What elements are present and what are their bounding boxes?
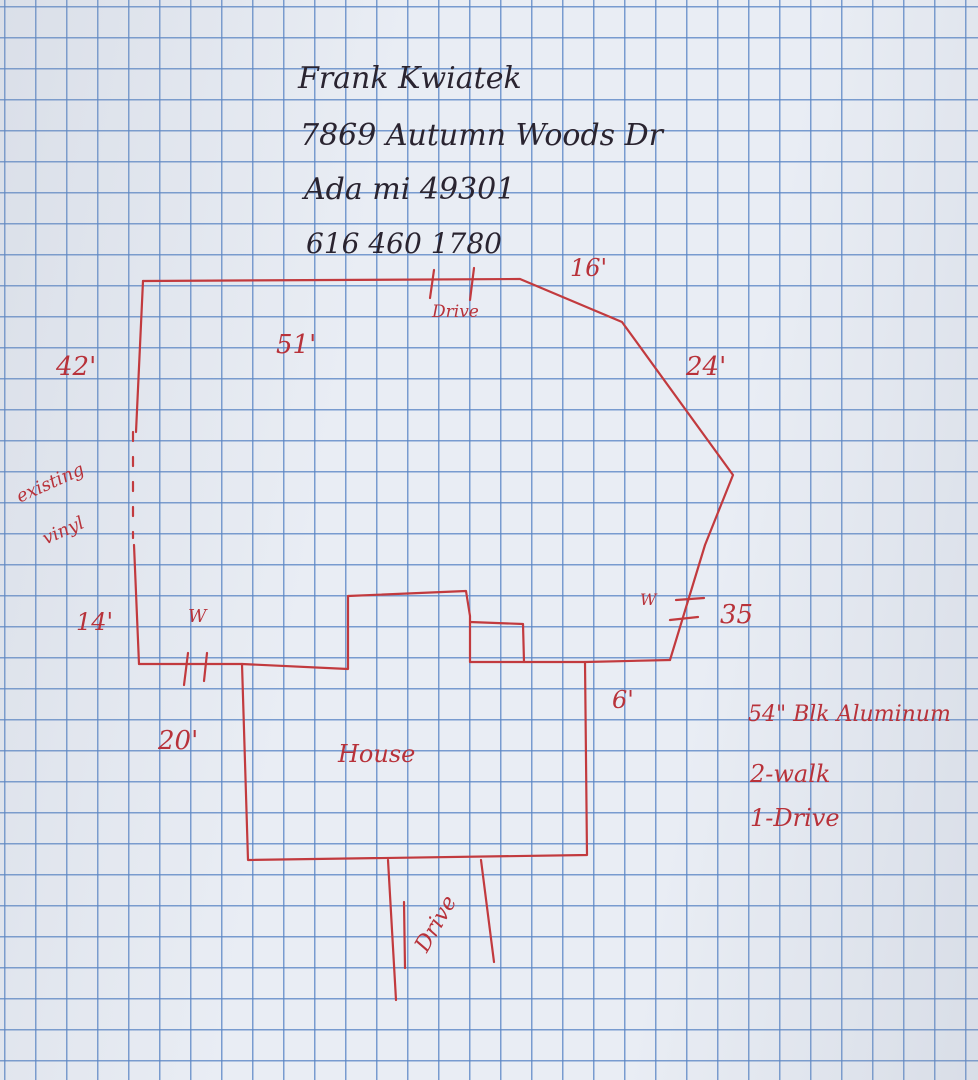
drive-gate-label: Drive [432,302,479,322]
fence-left-lower-line [132,543,141,666]
dimension-top-right: 16' [570,254,608,282]
drive-gate-tick-right [468,266,476,302]
note-fence-type: 54" Blk Aluminum [748,702,951,727]
house-label: House [338,740,416,768]
walk-gate-label-left: W [188,606,207,627]
dimension-side-lower: 20' [158,726,199,756]
customer-name: Frank Kwiatek [298,61,522,96]
customer-phone: 616 460 1780 [306,227,502,260]
walk-gate-tick-left-2 [202,651,209,683]
walk-gate-tick-right-2 [668,615,700,622]
dimension-bottom-right: 6' [612,686,634,714]
dimension-left-lower: 14' [76,608,114,636]
fence-left-line [134,279,145,434]
driveway-left-line [386,858,398,1002]
dimension-right-lower: 35 [720,600,754,630]
driveway-center-line [402,900,407,970]
dimension-right-upper: 24' [686,352,727,382]
dimension-left: 42' [56,352,97,382]
fence-top-line [141,277,735,662]
customer-city: Ada mi 49301 [304,172,516,207]
dimension-top: 51' [276,330,317,360]
walk-gate-label-right: W [640,590,657,609]
customer-street: 7869 Autumn Woods Dr [300,118,664,153]
walk-gate-tick-right-1 [674,596,706,602]
driveway-right-line [479,858,496,964]
house-bump-out [468,620,526,664]
house-outline [240,589,589,862]
walk-gate-tick-left-1 [182,651,190,687]
drive-gate-tick-left [428,268,436,300]
note-walk-gates: 2-walk [750,760,831,788]
note-drive-gates: 1-Drive [750,804,840,832]
fence-bottom-right-line [583,658,672,664]
